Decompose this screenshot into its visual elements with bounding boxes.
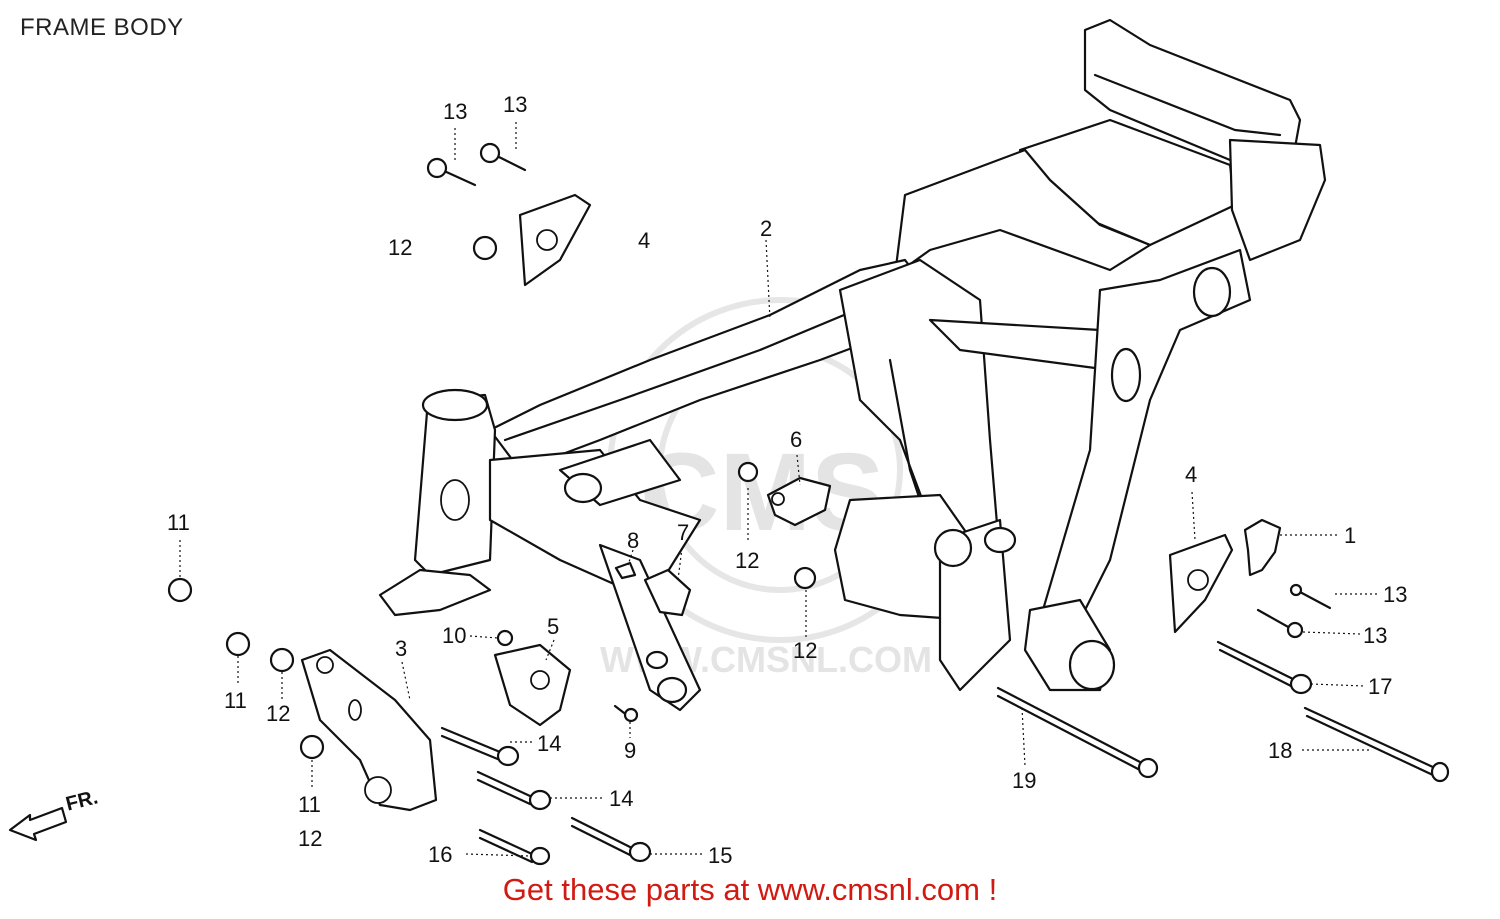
callout-14: 14: [609, 786, 633, 811]
clip-8: [614, 561, 637, 580]
callout-11: 11: [298, 792, 321, 817]
callout-14: 14: [537, 731, 561, 756]
callout-12: 12: [388, 235, 412, 260]
callout-9: 9: [624, 738, 636, 763]
leader-lines: [179, 122, 1380, 857]
callout-13: 13: [1363, 623, 1387, 648]
bracket-4-b: [1168, 533, 1234, 634]
callout-11: 11: [224, 688, 247, 713]
bolt-13-c: [1289, 583, 1332, 610]
nut-12-b: [737, 461, 759, 483]
bolt-17: [1216, 640, 1313, 695]
front-arrow-icon: [8, 806, 68, 842]
callout-11: 11: [167, 510, 190, 535]
callout-13: 13: [503, 92, 527, 117]
bracket-6: [766, 476, 832, 527]
callout-8: 8: [627, 528, 639, 553]
bolt-14-a: [440, 726, 520, 767]
callout-7: 7: [677, 520, 689, 545]
callout-4: 4: [638, 228, 650, 253]
diagram-title: FRAME BODY: [20, 14, 184, 41]
bolt-13-a: [426, 157, 477, 187]
callout-18: 18: [1268, 738, 1292, 763]
callout-1: 1: [1344, 523, 1356, 548]
callout-16: 16: [428, 842, 452, 867]
bolt-15: [570, 816, 652, 863]
nut-12-a: [472, 235, 498, 261]
nut-10: [496, 629, 514, 647]
callout-5: 5: [547, 614, 559, 639]
callout-19: 19: [1012, 768, 1036, 793]
bolt-19: [996, 686, 1159, 779]
callout-15: 15: [708, 843, 732, 868]
nut-12-d: [269, 647, 295, 673]
nut-12-c: [793, 566, 817, 590]
clamp-1: [1243, 518, 1282, 577]
bracket-4-a: [518, 193, 592, 287]
small-parts: [167, 142, 1450, 866]
callout-12: 12: [735, 548, 759, 573]
callout-13: 13: [1383, 582, 1407, 607]
bolt-18: [1303, 706, 1450, 783]
callout-labels: 13 13 12 4 2 6 12 8 7 12 11 11 12 3 10 5…: [167, 92, 1407, 868]
callout-6: 6: [790, 427, 802, 452]
nut-11-b: [225, 631, 251, 657]
cta-banner[interactable]: Get these parts at www.cmsnl.com !: [502, 872, 998, 907]
bracket-5: [493, 643, 572, 727]
callout-13: 13: [443, 99, 467, 124]
callout-12: 12: [298, 826, 322, 851]
bolt-16: [478, 828, 551, 866]
nut-11-a: [167, 577, 193, 603]
bolt-9: [613, 704, 639, 723]
bolt-14-b: [476, 770, 552, 811]
callout-12: 12: [793, 638, 817, 663]
callout-12: 12: [266, 701, 290, 726]
bracket-7: [643, 568, 692, 617]
callout-3: 3: [395, 636, 407, 661]
nut-11-c: [299, 734, 325, 760]
bolt-13-d: [1256, 608, 1304, 639]
bolt-13-b: [479, 142, 527, 172]
callout-2: 2: [760, 216, 772, 241]
callout-17: 17: [1368, 674, 1392, 699]
frame-body: [378, 18, 1327, 712]
bracket-3: [300, 648, 438, 812]
callout-4: 4: [1185, 462, 1197, 487]
callout-10: 10: [442, 623, 466, 648]
